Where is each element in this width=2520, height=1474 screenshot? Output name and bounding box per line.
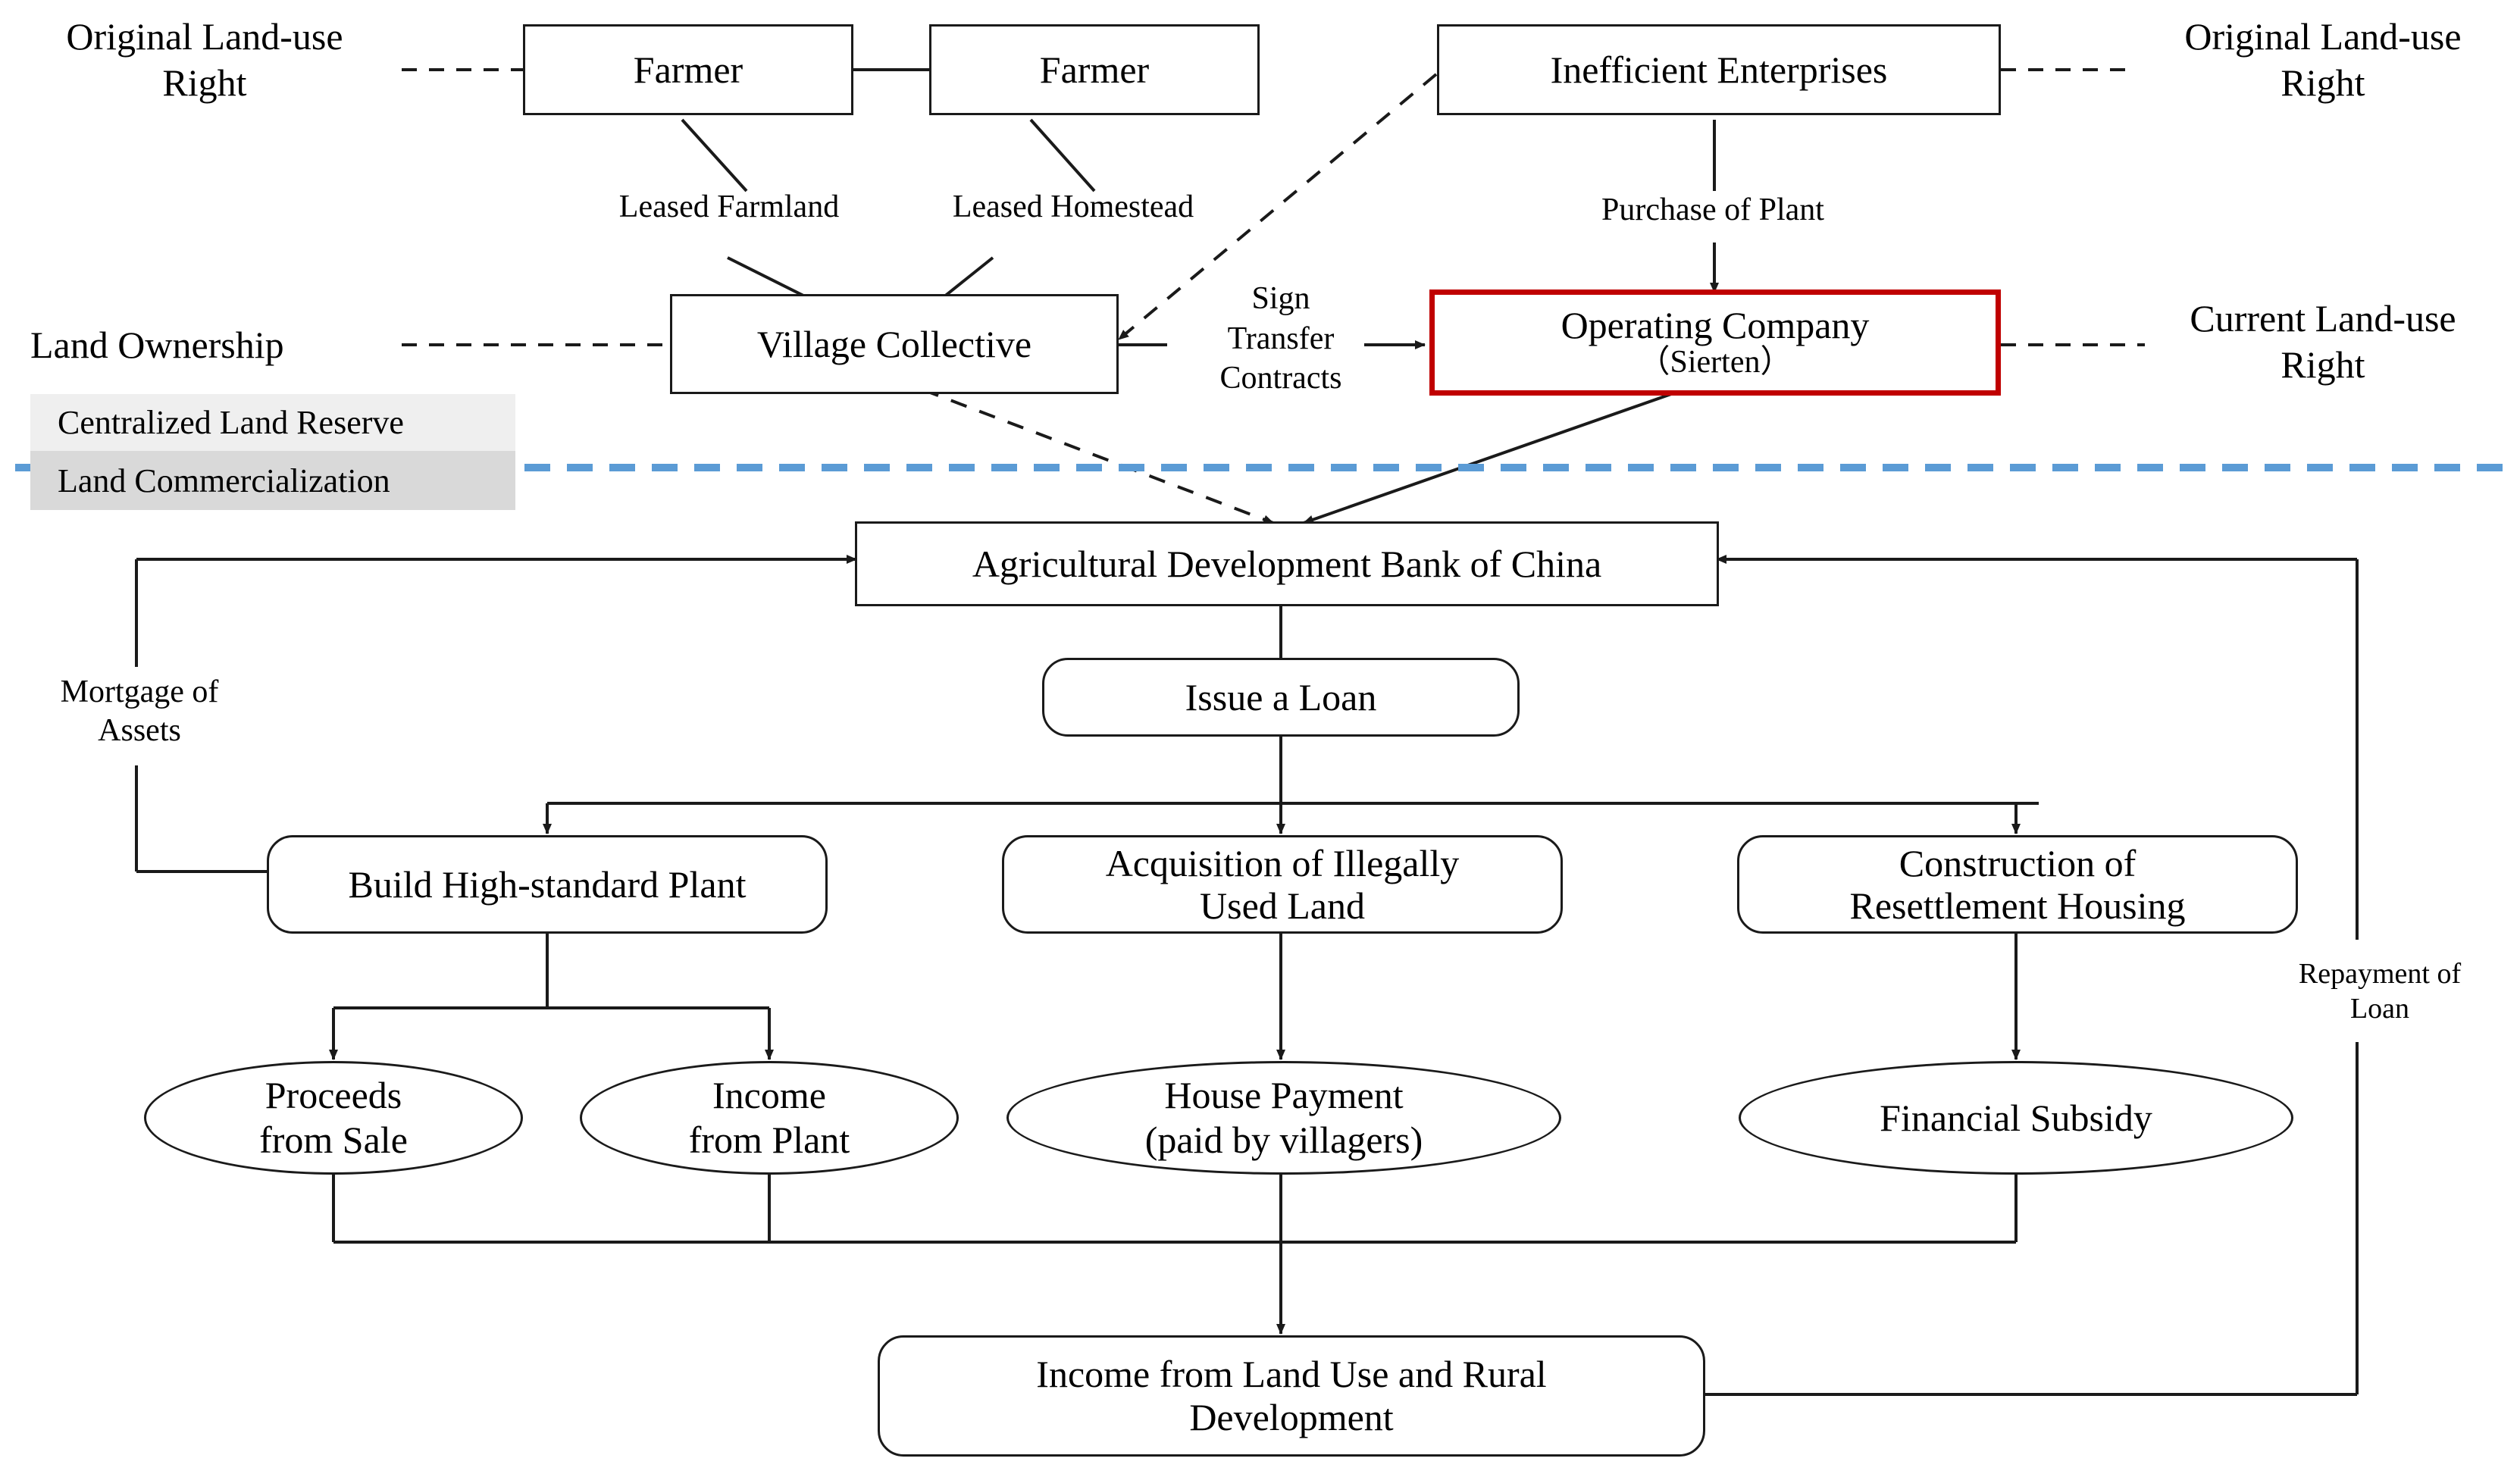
edge-label-sign-transfer-contracts: Sign Transfer Contracts: [1219, 281, 1342, 396]
node-label: Farmer: [633, 49, 743, 91]
node-label-line2: from Sale: [259, 1119, 408, 1161]
node-label: Village Collective: [756, 323, 1032, 365]
node-financial-subsidy[interactable]: Financial Subsidy: [1739, 1061, 2293, 1175]
node-issue-a-loan[interactable]: Issue a Loan: [1042, 658, 1520, 737]
label-original-land-use-right-right: Original Land-use Right: [2184, 15, 2462, 104]
band-label: Centralized Land Reserve: [58, 404, 404, 441]
node-label-line2: Used Land: [1200, 884, 1365, 927]
edge-label-leased-homestead: Leased Homestead: [952, 189, 1194, 224]
node-label-line1: House Payment: [1164, 1074, 1404, 1116]
node-label-line2: Development: [1189, 1396, 1394, 1438]
node-label-line2: (paid by villagers): [1144, 1119, 1423, 1161]
node-label-line2: （Sierten）: [1638, 345, 1792, 380]
edge-label-purchase-of-plant: Purchase of Plant: [1601, 192, 1824, 227]
node-label: Agricultural Development Bank of China: [972, 543, 1602, 585]
node-label: Farmer: [1039, 49, 1150, 91]
node-agricultural-development-bank[interactable]: Agricultural Development Bank of China: [855, 521, 1719, 606]
node-label-line1: Acquisition of Illegally: [1105, 842, 1460, 884]
edge-label-repayment-of-loan: Repayment of Loan: [2298, 958, 2462, 1025]
node-income-from-plant[interactable]: Income from Plant: [580, 1061, 959, 1175]
node-farmer-right[interactable]: Farmer: [929, 24, 1260, 115]
node-label-line1: Income: [712, 1074, 826, 1116]
band-label: Land Commercialization: [58, 462, 390, 499]
label-original-land-use-right-left: Original Land-use Right: [66, 15, 343, 104]
node-label: Inefficient Enterprises: [1550, 49, 1888, 91]
edge-label-leased-farmland: Leased Farmland: [618, 189, 840, 224]
node-income-land-use-rural-development[interactable]: Income from Land Use and Rural Developme…: [878, 1335, 1705, 1457]
node-label-line1: Income from Land Use and Rural: [1036, 1353, 1547, 1395]
edge-label-mortgage-of-assets: Mortgage of Assets: [60, 674, 219, 749]
node-acquisition-illegally-used-land[interactable]: Acquisition of Illegally Used Land: [1002, 835, 1563, 934]
node-label: Build High-standard Plant: [348, 863, 747, 906]
node-proceeds-from-sale[interactable]: Proceeds from Sale: [144, 1061, 523, 1175]
node-house-payment[interactable]: House Payment (paid by villagers): [1006, 1061, 1561, 1175]
node-label: Issue a Loan: [1185, 676, 1377, 718]
node-label: Financial Subsidy: [1880, 1097, 2152, 1139]
node-label-line1: Proceeds: [265, 1074, 402, 1116]
node-village-collective[interactable]: Village Collective: [670, 294, 1119, 394]
band-centralized-land-reserve: Centralized Land Reserve: [30, 394, 515, 451]
node-operating-company[interactable]: Operating Company （Sierten）: [1429, 289, 2001, 396]
node-label-line2: Resettlement Housing: [1849, 884, 2186, 927]
node-label-line1: Construction of: [1899, 842, 2137, 884]
band-land-commercialization: Land Commercialization: [30, 451, 515, 510]
node-label-line2: from Plant: [688, 1119, 850, 1161]
node-label-line1: Operating Company: [1561, 304, 1870, 347]
node-build-high-standard-plant[interactable]: Build High-standard Plant: [267, 835, 828, 934]
node-inefficient-enterprises[interactable]: Inefficient Enterprises: [1437, 24, 2001, 115]
label-land-ownership: Land Ownership: [30, 324, 284, 366]
node-farmer-left[interactable]: Farmer: [523, 24, 853, 115]
node-construction-resettlement-housing[interactable]: Construction of Resettlement Housing: [1737, 835, 2298, 934]
label-current-land-use-right: Current Land-use Right: [2190, 297, 2456, 386]
